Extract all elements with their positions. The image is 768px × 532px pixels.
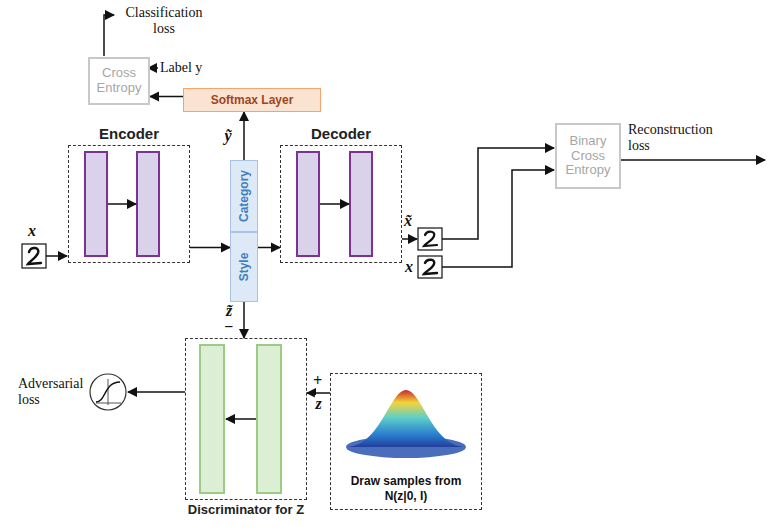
- loss-arrow: [617, 159, 765, 161]
- layer-arrow: [320, 203, 349, 205]
- edge-label: z: [314, 395, 322, 413]
- variable-label: x̃: [404, 212, 412, 230]
- sampler-text: Draw samples from N(z|0, I): [331, 474, 481, 504]
- connector-arrow: [190, 247, 230, 249]
- layer-bar: [297, 152, 319, 256]
- loss-label: Adversarial loss: [18, 376, 88, 408]
- wire: [442, 148, 554, 239]
- output-arrow: [402, 238, 417, 240]
- layer-bar: [350, 152, 372, 256]
- variable-label: x: [405, 258, 413, 276]
- input-image: [418, 256, 442, 278]
- style-code: Style: [230, 232, 258, 302]
- connector-arrow: [307, 392, 330, 394]
- box-title: Softmax Layer: [211, 93, 294, 107]
- connector-arrow: [243, 112, 245, 160]
- loss-box: Binary Cross Entropy: [555, 123, 621, 189]
- sign-label: −: [224, 318, 234, 336]
- digit-stroke: [28, 248, 41, 264]
- layer-arrow: [108, 203, 136, 205]
- discriminator-group: Discriminator for Z: [185, 338, 307, 500]
- loss-label: Classification loss: [118, 5, 210, 37]
- group-title: Discriminator for Z: [146, 502, 346, 517]
- input-image: [22, 244, 46, 268]
- loss-arrow: [128, 391, 185, 393]
- input-label: Label y: [160, 60, 202, 76]
- digit-stroke: [424, 232, 437, 246]
- prior-sampler: Draw samples from N(z|0, I): [330, 373, 482, 510]
- edge-label: z̃: [225, 302, 233, 320]
- output-image: [418, 228, 442, 250]
- connector-arrow: [243, 302, 245, 338]
- code-title: Category: [237, 170, 251, 222]
- box-title: Binary Cross Entropy: [559, 134, 617, 179]
- loss-arrow: [104, 15, 114, 56]
- layer-bar: [137, 152, 159, 256]
- sigmoid-axis: [108, 379, 109, 405]
- group-title: Encoder: [39, 125, 219, 142]
- code-title: Style: [237, 253, 251, 282]
- box-title: Cross Entropy: [92, 66, 146, 96]
- layer-bar: [257, 345, 281, 493]
- decoder-group: Decoder: [280, 145, 402, 263]
- loss-box: Cross Entropy: [88, 57, 150, 105]
- layer-bar: [85, 152, 107, 256]
- layer-arrow: [226, 418, 256, 420]
- sigmoid-symbol: [90, 374, 126, 410]
- encoder-group: Encoder: [68, 145, 190, 263]
- loss-label: Reconstruction loss: [628, 122, 728, 154]
- group-title: Decoder: [251, 125, 431, 142]
- sign-label: +: [313, 372, 322, 390]
- connector-arrow: [150, 96, 183, 98]
- connector-arrow: [258, 247, 280, 249]
- gaussian-surface: [346, 390, 466, 447]
- softmax-layer: Softmax Layer: [183, 88, 321, 112]
- input-arrow: [46, 255, 67, 257]
- variable-label: x: [28, 222, 36, 240]
- edge-label: ỹ: [223, 127, 232, 145]
- sigmoid-curve: [96, 382, 120, 402]
- layer-bar: [200, 345, 224, 493]
- category-code: Category: [230, 160, 258, 232]
- digit-stroke: [424, 260, 437, 274]
- wire: [442, 170, 554, 267]
